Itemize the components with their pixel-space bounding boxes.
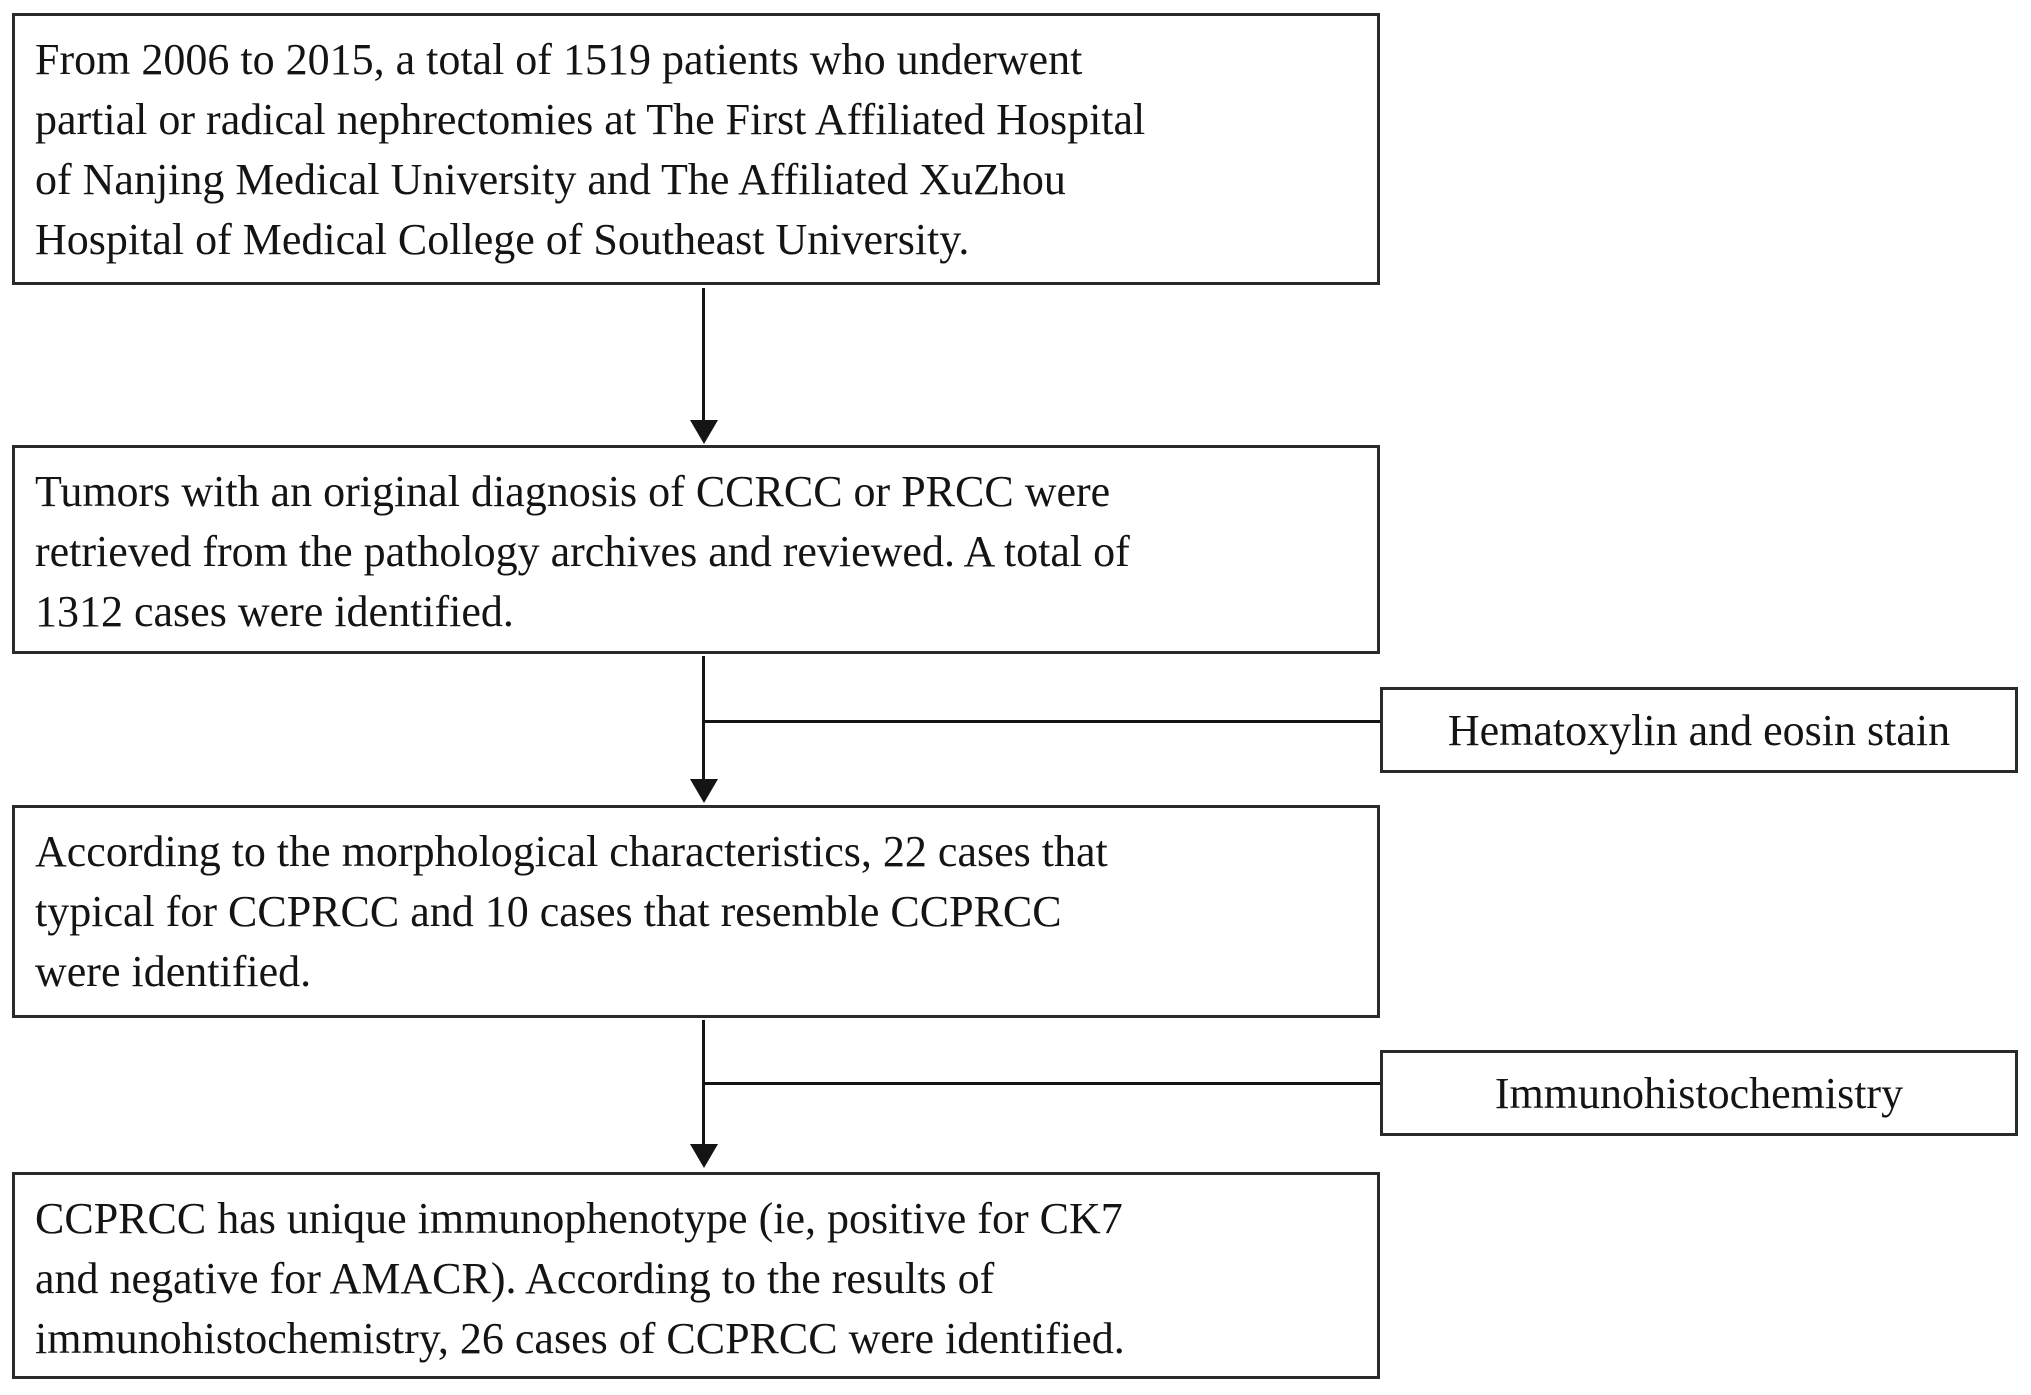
text-line: typical for CCPRCC and 10 cases that res…: [35, 887, 1062, 936]
flow-box-cohort: From 2006 to 2015, a total of 1519 patie…: [12, 13, 1380, 285]
side-box-stain: Hematoxylin and eosin stain: [1380, 687, 2018, 773]
side-box-label: Hematoxylin and eosin stain: [1447, 705, 1951, 755]
connector-line-stain: [704, 720, 1380, 723]
text-line: immunohistochemistry, 26 cases of CCPRCC…: [35, 1314, 1125, 1363]
flow-box-immunophenotype: CCPRCC has unique immunophenotype (ie, p…: [12, 1172, 1380, 1379]
arrowhead-down-icon: [690, 779, 718, 803]
text-line: Hospital of Medical College of Southeast…: [35, 215, 970, 264]
text-line: retrieved from the pathology archives an…: [35, 527, 1130, 576]
arrow-line: [702, 656, 705, 781]
text-line: 1312 cases were identified.: [35, 587, 514, 636]
flow-box-retrieval: Tumors with an original diagnosis of CCR…: [12, 445, 1380, 654]
connector-line-ihc: [704, 1082, 1380, 1085]
text-line: partial or radical nephrectomies at The …: [35, 95, 1146, 144]
text-line: CCPRCC has unique immunophenotype (ie, p…: [35, 1194, 1123, 1243]
arrow-line: [702, 288, 705, 422]
text-line: According to the morphological character…: [35, 827, 1108, 876]
text-line: From 2006 to 2015, a total of 1519 patie…: [35, 35, 1083, 84]
arrow-line: [702, 1020, 705, 1145]
text-line: were identified.: [35, 947, 312, 996]
arrowhead-down-icon: [690, 420, 718, 444]
arrowhead-down-icon: [690, 1144, 718, 1168]
text-line: and negative for AMACR). According to th…: [35, 1254, 995, 1303]
flow-box-morphology: According to the morphological character…: [12, 805, 1380, 1018]
text-line: of Nanjing Medical University and The Af…: [35, 155, 1066, 204]
side-box-ihc: Immunohistochemistry: [1380, 1050, 2018, 1136]
text-line: Tumors with an original diagnosis of CCR…: [35, 467, 1111, 516]
side-box-label: Immunohistochemistry: [1494, 1068, 1904, 1118]
